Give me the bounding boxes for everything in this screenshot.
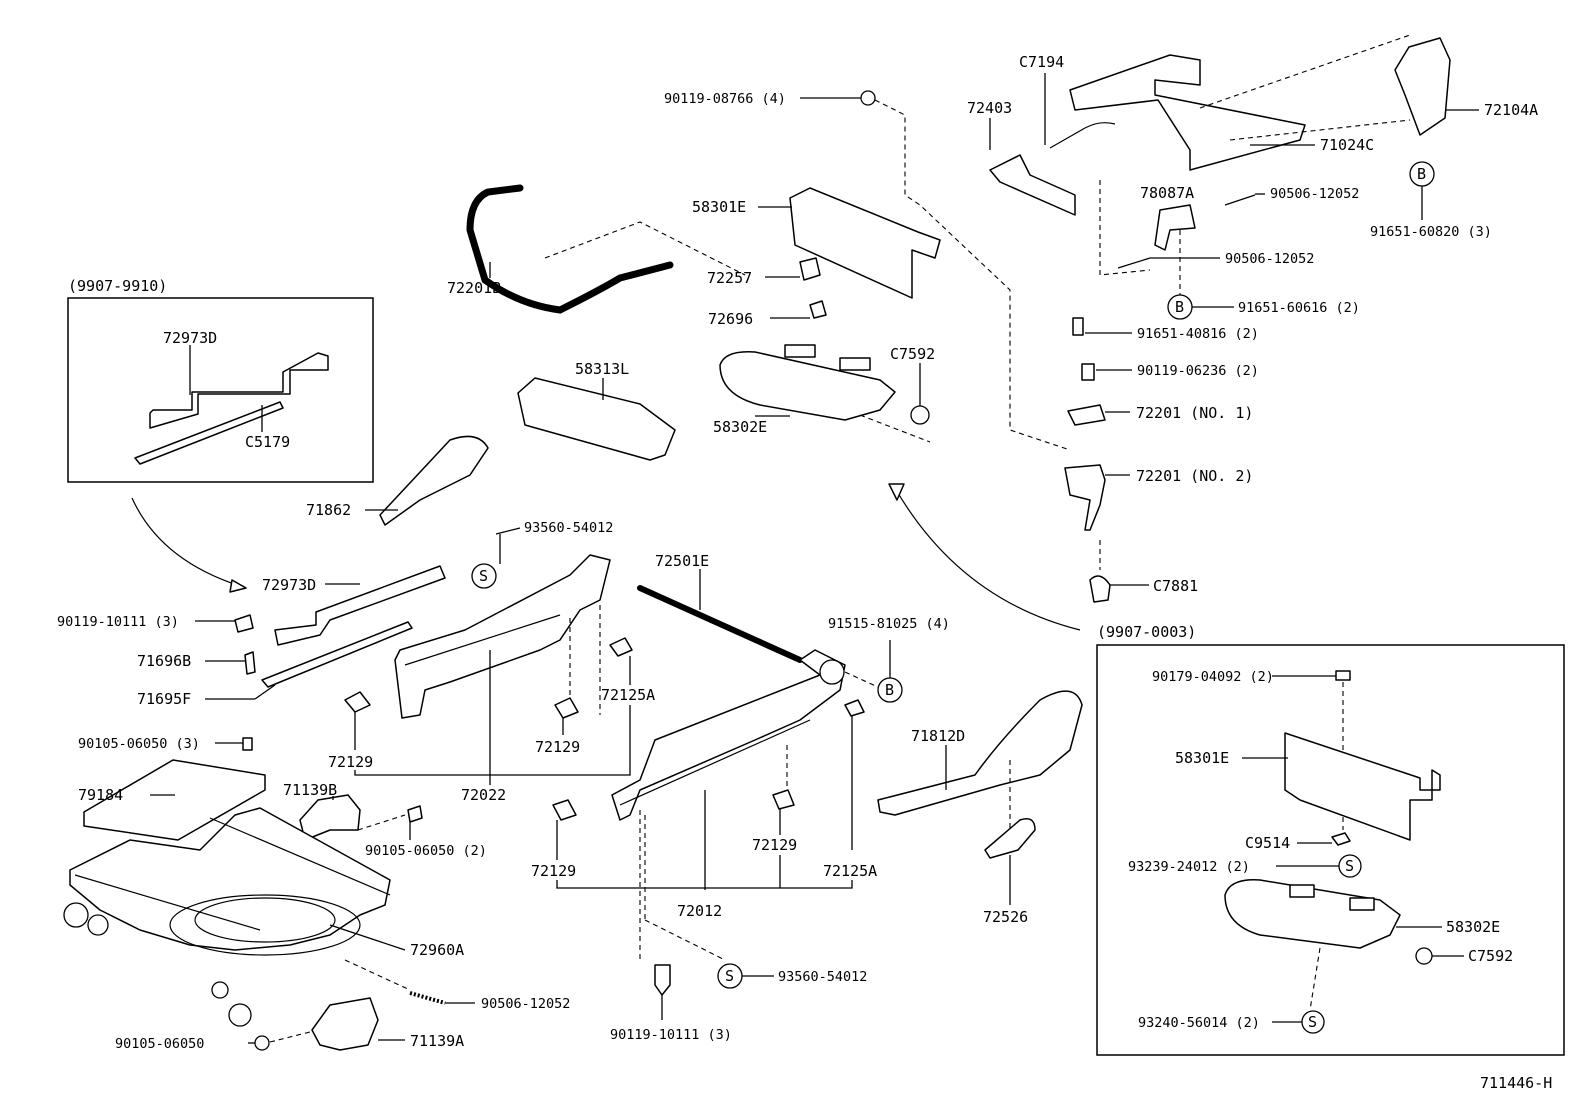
- s-symbol-93560-54012-b: S: [725, 967, 734, 985]
- inset-right-part-58301e: 58301E: [1175, 749, 1229, 767]
- part-58313l: 58313L: [517, 360, 676, 461]
- label-72125a-b: 72125A: [823, 862, 877, 880]
- label-58302e: 58302E: [713, 418, 767, 436]
- assembly-seat-track-left: S 93560-54012 72973D 90119-10111 (3) 716…: [57, 520, 655, 804]
- label-72129-b: 72129: [535, 738, 580, 756]
- label-72201-no1: 72201 (NO. 1): [1136, 404, 1253, 422]
- inset-right-part-58302e: 58302E: [1446, 918, 1500, 936]
- label-71696b: 71696B: [137, 652, 191, 670]
- assembly-58301e-top: 90119-08766 (4) 58301E 72257 72696 58302…: [664, 90, 1071, 451]
- label-79184: 79184: [78, 786, 123, 804]
- label-93560-54012-b: 93560-54012: [778, 969, 867, 985]
- label-91651-60616: 91651-60616 (2): [1238, 300, 1360, 316]
- label-91651-60820: 91651-60820 (3): [1370, 224, 1492, 240]
- s-symbol-93560-54012-a: S: [479, 567, 488, 585]
- inset-right-part-93240-56014: 93240-56014 (2): [1138, 1015, 1260, 1031]
- label-72125a-a: 72125A: [601, 686, 655, 704]
- inset-right: (9907-0003) 90179-04092 (2) 58301E C9514…: [1096, 623, 1565, 1056]
- label-71695f: 71695F: [137, 690, 191, 708]
- label-90119-06236: 90119-06236 (2): [1137, 363, 1259, 379]
- label-71024c: 71024C: [1320, 136, 1374, 154]
- label-91515-81025: 91515-81025 (4): [828, 616, 950, 632]
- part-72526: 72526: [983, 818, 1036, 926]
- label-58301e: 58301E: [692, 198, 746, 216]
- b-symbol-91515-81025: B: [885, 681, 894, 699]
- label-72403: 72403: [967, 99, 1012, 117]
- inset-left-part-c5179: C5179: [245, 433, 290, 451]
- arrow-left-inset: [131, 497, 241, 587]
- label-72129-a: 72129: [328, 753, 373, 771]
- inset-left: (9907-9910) 72973D C5179: [67, 277, 374, 483]
- assembly-seat-track-right: B 91515-81025 (4) 72129 72129 72125A 720…: [531, 616, 950, 1043]
- label-72501e: 72501E: [655, 552, 709, 570]
- label-72257: 72257: [707, 269, 752, 287]
- label-90105-06050-a: 90105-06050 (3): [78, 736, 200, 752]
- label-72201b: 72201B: [447, 279, 501, 297]
- label-90119-08766: 90119-08766 (4): [664, 91, 786, 107]
- label-90506-12052-a: 90506-12052: [1270, 186, 1359, 202]
- part-71862: 71862: [306, 435, 489, 526]
- label-71139b: 71139B: [283, 781, 337, 799]
- label-90105-06050-b: 90105-06050 (2): [365, 843, 487, 859]
- label-72129-d: 72129: [752, 836, 797, 854]
- arrow-right-inset: [894, 487, 1081, 631]
- label-90506-12052-c: 90506-12052: [481, 996, 570, 1012]
- inset-right-s-symbol: S: [1345, 857, 1354, 875]
- label-c7592: C7592: [890, 345, 935, 363]
- label-93560-54012-a: 93560-54012: [524, 520, 613, 536]
- inset-right-part-90179-04092: 90179-04092 (2): [1152, 669, 1274, 685]
- label-91651-40816: 91651-40816 (2): [1137, 326, 1259, 342]
- inset-right-label: (9907-0003): [1097, 623, 1196, 641]
- inset-right-s-symbol-2: S: [1308, 1013, 1317, 1031]
- label-90105-06050-c: 90105-06050: [115, 1036, 204, 1052]
- label-90119-10111-b: 90119-10111 (3): [610, 1027, 732, 1043]
- inset-left-part-72973d: 72973D: [163, 329, 217, 347]
- part-72501e: 72501E: [637, 552, 803, 663]
- inset-right-part-c9514: C9514: [1245, 834, 1290, 852]
- label-72022: 72022: [461, 786, 506, 804]
- inset-right-part-93239-24012: 93239-24012 (2): [1128, 859, 1250, 875]
- label-78087a: 78087A: [1140, 184, 1194, 202]
- label-72526: 72526: [983, 908, 1028, 926]
- assembly-upper-right: C7194 72403 72104A 71024C B 91651-60820 …: [967, 34, 1538, 603]
- label-72129-c: 72129: [531, 862, 576, 880]
- label-c7881: C7881: [1153, 577, 1198, 595]
- label-72201-no2: 72201 (NO. 2): [1136, 467, 1253, 485]
- inset-left-label: (9907-9910): [68, 277, 167, 295]
- diagram-id: 711446-H: [1480, 1074, 1552, 1092]
- part-71812d: 71812D: [877, 690, 1083, 830]
- b-symbol-72104a: B: [1417, 165, 1426, 183]
- label-72696: 72696: [708, 310, 753, 328]
- label-58313l: 58313L: [575, 360, 629, 378]
- assembly-lower-left: 90105-06050 (3) 79184 71139B 90105-06050…: [63, 736, 570, 1052]
- label-71812d: 71812D: [911, 727, 965, 745]
- b-symbol-91651-60616: B: [1175, 298, 1184, 316]
- label-72104a: 72104A: [1484, 101, 1538, 119]
- label-72973d-main: 72973D: [262, 576, 316, 594]
- label-72960a: 72960A: [410, 941, 464, 959]
- label-71139a: 71139A: [410, 1032, 464, 1050]
- label-c7194: C7194: [1019, 53, 1064, 71]
- inset-right-part-c7592: C7592: [1468, 947, 1513, 965]
- label-90119-10111-a: 90119-10111 (3): [57, 614, 179, 630]
- label-72012: 72012: [677, 902, 722, 920]
- label-71862: 71862: [306, 501, 351, 519]
- label-90506-12052-b: 90506-12052: [1225, 251, 1314, 267]
- part-72201b: 72201B: [447, 184, 746, 314]
